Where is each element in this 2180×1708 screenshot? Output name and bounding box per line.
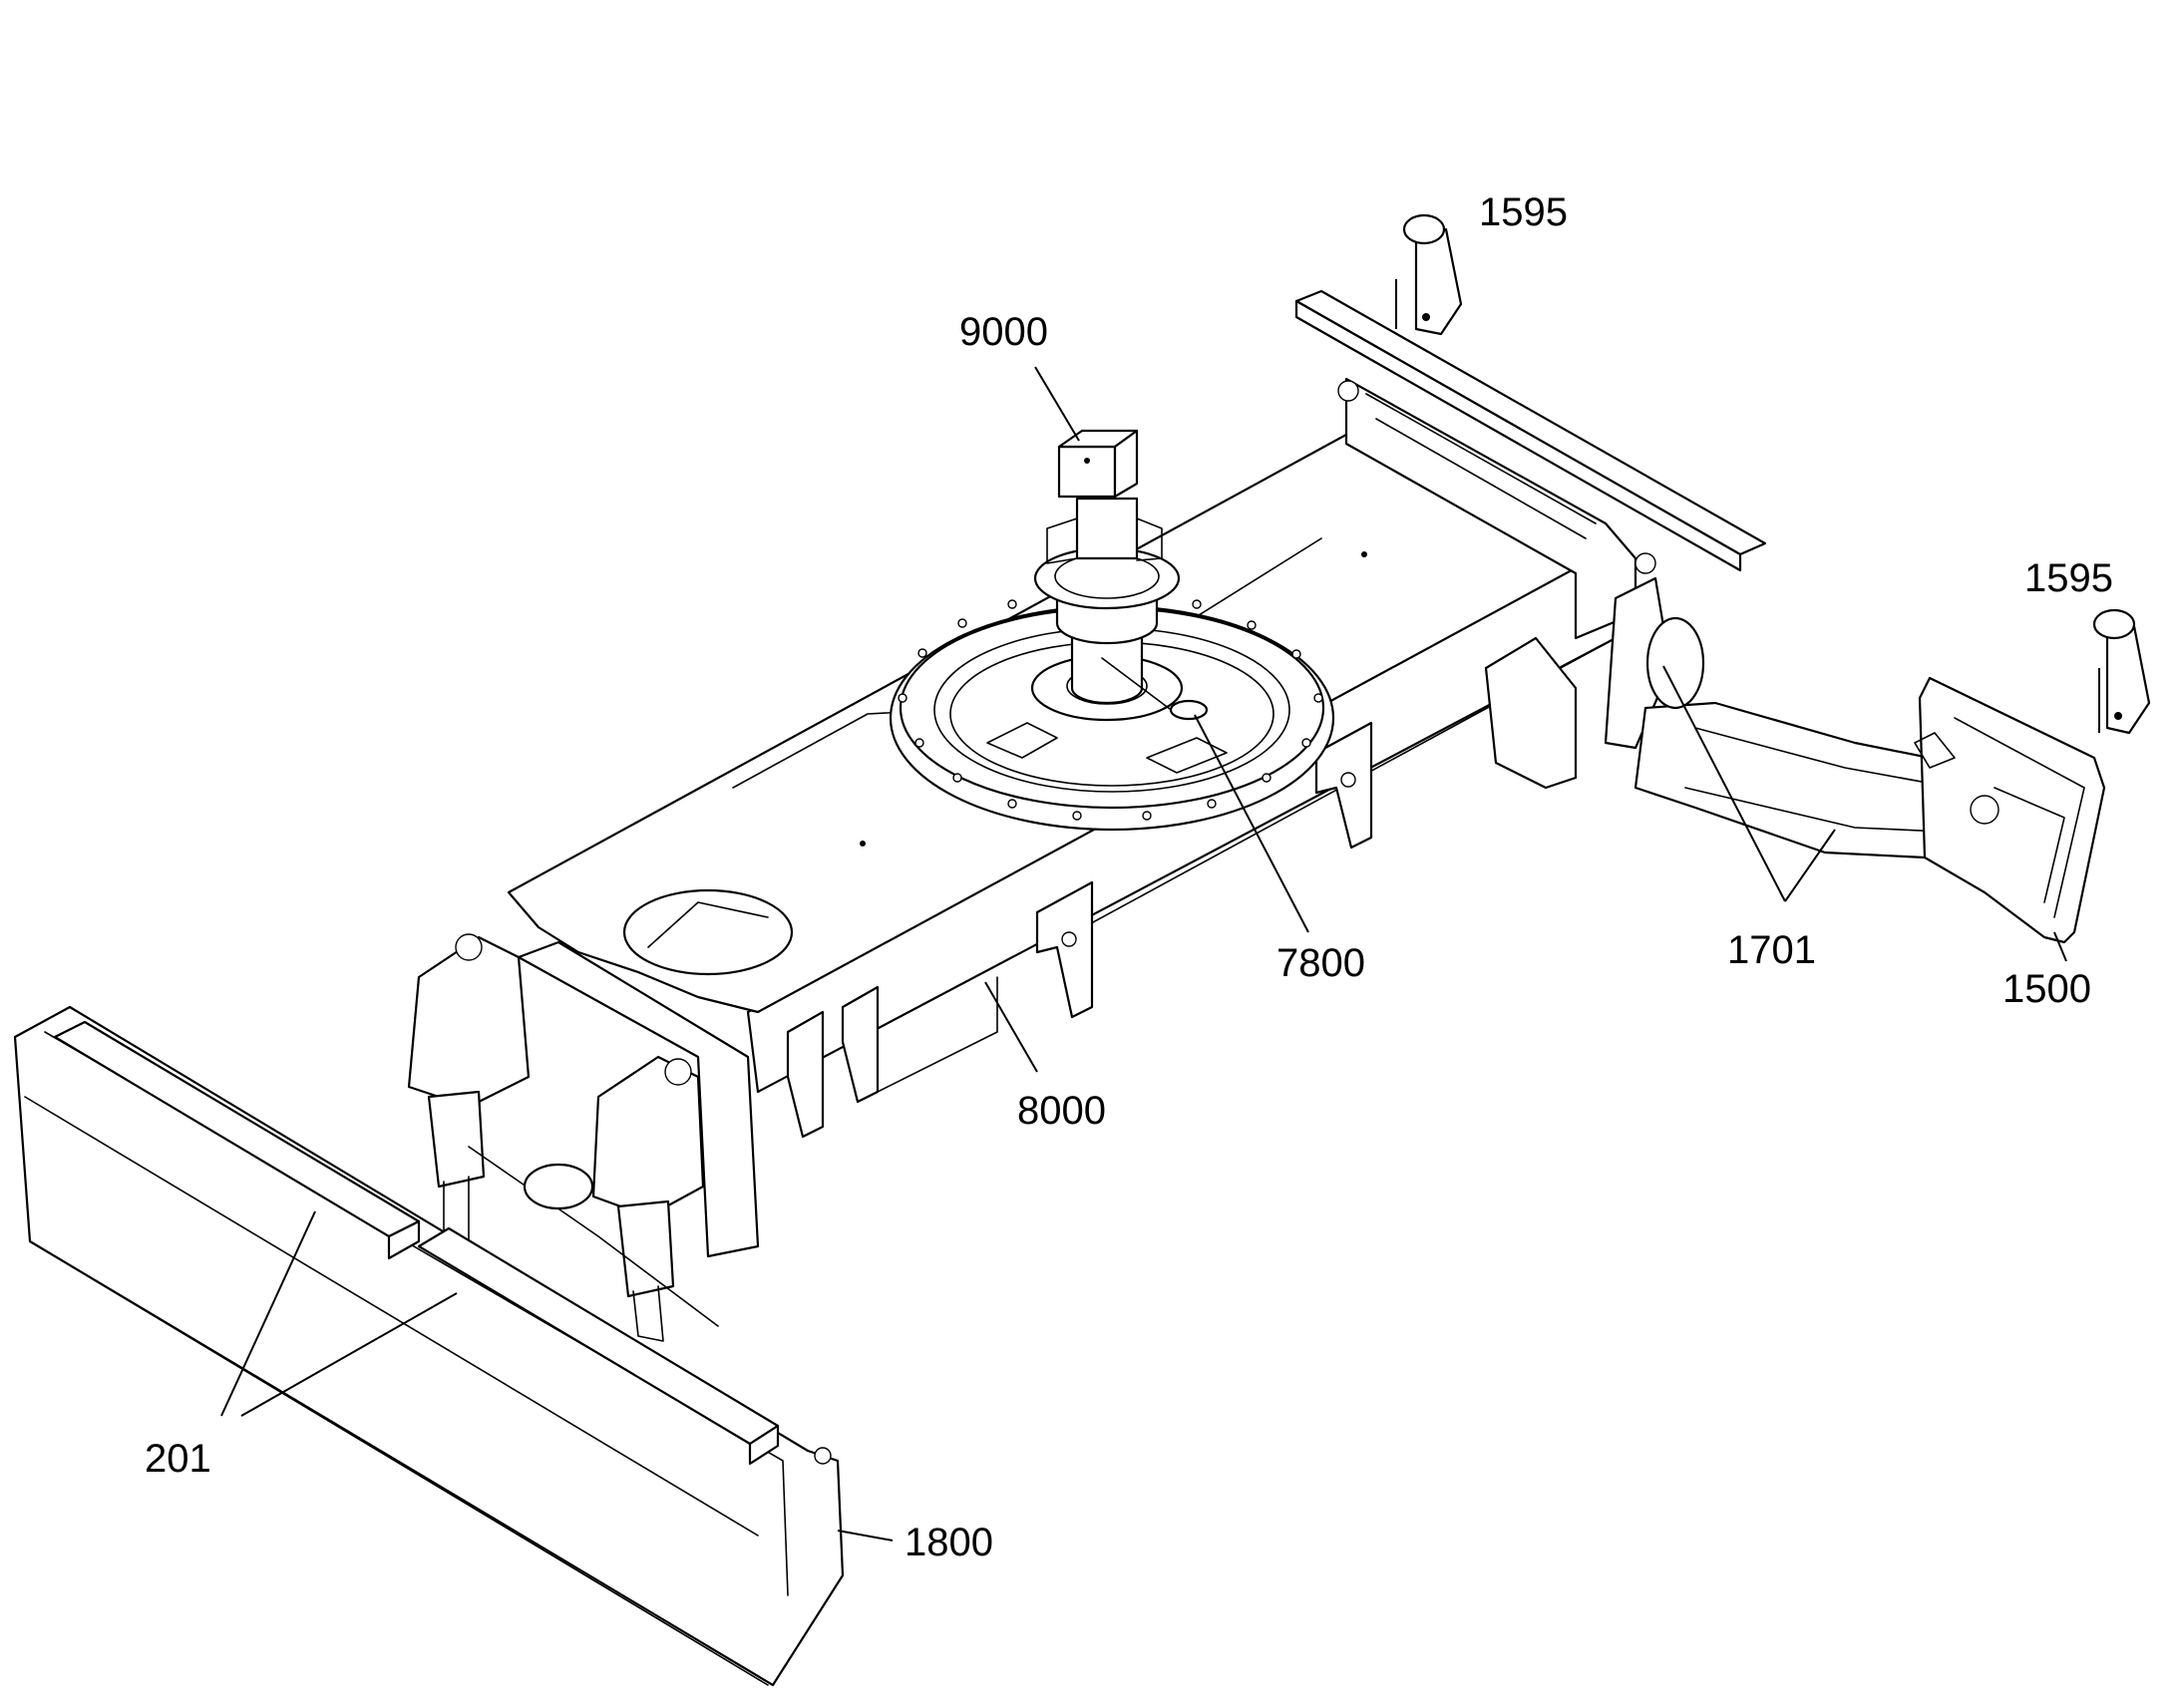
step-plate-left (53, 1020, 421, 1260)
callout-1500: 1500 (2002, 967, 2091, 1011)
pin-lower (2092, 608, 2151, 735)
support-bracket (1914, 676, 2106, 944)
leader-8000 (984, 981, 1038, 1073)
leader-1800 (837, 1530, 894, 1541)
callout-201: 201 (145, 1437, 211, 1481)
leader-1500 (2053, 931, 2067, 962)
leader-7800 (1194, 714, 1309, 933)
pin-upper (1402, 213, 1463, 336)
leader-9000 (1034, 366, 1080, 442)
leader-1701-a (1662, 665, 1786, 902)
callout-9000: 9000 (959, 310, 1048, 354)
callout-1595-lower: 1595 (2024, 556, 2113, 600)
leader-201-a (220, 1210, 316, 1417)
callout-1701: 1701 (1727, 928, 1816, 972)
callout-7800: 7800 (1276, 941, 1365, 985)
leader-201-b (240, 1292, 458, 1417)
callout-1800: 1800 (905, 1521, 993, 1564)
callout-labels: 9000 1595 1595 7800 1701 1500 8000 201 1… (145, 190, 2113, 1564)
leader-1701-b (1784, 829, 1836, 902)
callout-8000: 8000 (1017, 1089, 1106, 1133)
callout-1595-upper: 1595 (1479, 190, 1568, 234)
dozer-blade (13, 1005, 845, 1687)
steering-cylinder (1634, 616, 1982, 859)
blade-pivot-assembly (407, 933, 760, 1342)
ring-bolt-holes (898, 591, 1323, 821)
leader-lines (220, 279, 2100, 1541)
rotary-joint (1030, 429, 1209, 722)
step-plate-right (417, 1226, 780, 1466)
